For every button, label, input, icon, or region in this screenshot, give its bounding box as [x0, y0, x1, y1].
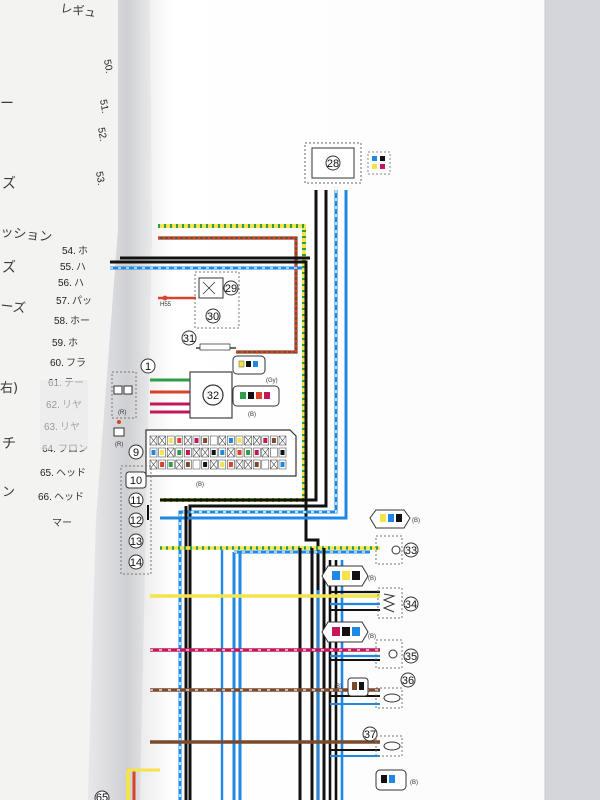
- list-item-text: ハ: [76, 262, 86, 273]
- edge-text: レギュ: [60, 1, 98, 20]
- label-11: 11: [130, 495, 141, 507]
- wire-blue-1-stripe: [179, 190, 337, 800]
- left-page-top-list: 50. 51. 52. 53.: [93, 59, 114, 187]
- wire-tag-h55: H55: [160, 302, 172, 308]
- label-b: (B): [410, 780, 418, 786]
- component-36: (B) 36: [334, 672, 416, 709]
- list-item-text: フラ: [66, 357, 86, 369]
- edge-text: ズ: [2, 176, 16, 192]
- label-32: 32: [207, 390, 219, 402]
- list-item-number: 54.: [62, 246, 76, 257]
- label-65: 65: [96, 792, 108, 800]
- label-29: 29: [225, 283, 237, 295]
- list-item-text: ヘッド: [56, 468, 86, 479]
- list-item-text: ホ: [78, 245, 88, 257]
- label-b: (B): [248, 412, 256, 418]
- component-37: 37: [362, 726, 403, 757]
- wire-brown-red-stripe: [158, 236, 298, 354]
- label-b: (B): [368, 576, 376, 582]
- wire-blue-2: [160, 190, 348, 520]
- ecu-connector: (B): [145, 429, 297, 488]
- connector-b-4pin: (B): [232, 385, 280, 418]
- list-item-number: 65.: [40, 468, 54, 479]
- label-33: 33: [405, 545, 417, 557]
- label-34: 34: [405, 599, 417, 611]
- label-9: 9: [133, 447, 139, 459]
- component-35: 35: [375, 639, 419, 669]
- connector-right-4: (B): [375, 769, 418, 791]
- edge-text: ズ: [2, 260, 16, 276]
- label-1: 1: [145, 361, 151, 373]
- label-36: 36: [402, 675, 414, 687]
- component-65: 65: [94, 790, 110, 800]
- label-ecu-b: (B): [196, 482, 204, 488]
- label-10: 10: [130, 475, 142, 487]
- component-1: 1: [140, 358, 156, 374]
- component-28: 28: [304, 142, 391, 184]
- list-item-text: ハ: [74, 278, 84, 289]
- list-num: 50.: [101, 59, 114, 75]
- edge-text: ー: [0, 96, 14, 112]
- connector-right-2: (B): [321, 565, 376, 587]
- label-28: 28: [327, 158, 339, 170]
- fuse-box-r: (R) (R): [111, 371, 137, 448]
- wire-bundle-lower: [160, 546, 380, 800]
- wiring-harness: [110, 190, 380, 800]
- list-item-text: ヘッド: [54, 492, 84, 503]
- book-gutter: [88, 0, 160, 800]
- list-item-number: 55.: [60, 262, 74, 273]
- label-r-2: (R): [115, 442, 123, 448]
- list-item-number: 58.: [54, 316, 68, 327]
- label-31: 31: [183, 333, 195, 345]
- label-b: (B): [334, 684, 342, 690]
- component-34: 34: [377, 587, 419, 619]
- edge-text: 右): [0, 381, 18, 396]
- label-b: (B): [368, 634, 376, 640]
- connector-right-1: (B): [369, 509, 420, 529]
- label-14: 14: [130, 557, 142, 569]
- list-num: 51.: [97, 99, 110, 115]
- left-page-shade-box: [40, 380, 88, 450]
- edge-text: チ: [2, 436, 16, 452]
- list-item-number: 59.: [52, 338, 66, 349]
- label-13: 13: [130, 536, 142, 548]
- connector-right-3: (B): [321, 621, 376, 643]
- left-page-list: 54.ホ55.ハ56.ハ57.パッ58.ホー59.ホ60.フラ61.テー62.リ…: [38, 245, 92, 529]
- list-num: 53.: [93, 171, 106, 187]
- label-37: 37: [364, 729, 376, 741]
- component-33: 33: [375, 535, 419, 565]
- label-b: (B): [412, 518, 420, 524]
- left-page-edge-texts: レギュ ー ズ ッション ズ ーズ 右) チ ン: [0, 1, 97, 500]
- label-12: 12: [130, 515, 142, 527]
- label-r: (R): [118, 410, 126, 416]
- label-35: 35: [405, 651, 417, 663]
- label-gy: (Gy): [266, 378, 278, 384]
- wire-black-2: [188, 190, 328, 800]
- component-31: 31: [181, 330, 231, 351]
- component-29-30: 29 30 H55: [160, 271, 240, 329]
- list-item-number: 66.: [38, 492, 52, 503]
- list-item-number: 56.: [58, 278, 72, 289]
- list-item-number: 60.: [50, 358, 64, 369]
- wire-black-1: [160, 190, 318, 502]
- list-item-text: ホー: [70, 315, 90, 327]
- edge-text: ッション: [0, 225, 53, 245]
- list-item-number: 57.: [56, 296, 70, 307]
- list-num: 52.: [95, 127, 108, 143]
- connector-gy: (Gy): [232, 355, 278, 384]
- component-32: 32: [189, 371, 233, 419]
- edge-text: ーズ: [0, 298, 26, 317]
- edge-text: ン: [2, 485, 15, 500]
- list-item-text: パッ: [72, 295, 92, 307]
- label-30: 30: [207, 311, 219, 323]
- list-item-text: ホ: [68, 337, 78, 349]
- component-stack-9-14: 9 10 11 12 13 14: [120, 444, 152, 575]
- list-item-text: マー: [52, 518, 72, 529]
